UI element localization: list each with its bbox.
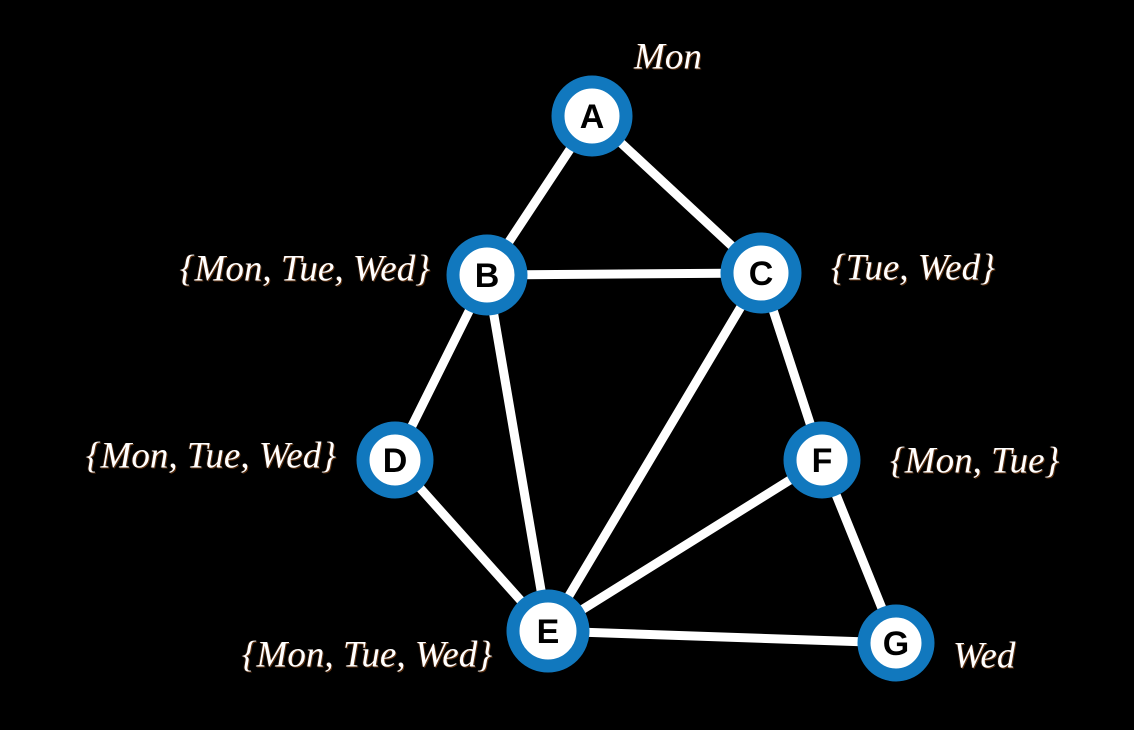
graph-edge-b-e xyxy=(482,270,553,636)
graph-node-f[interactable]: F xyxy=(783,421,861,499)
node-circle-a xyxy=(551,75,633,157)
node-letter-d: D xyxy=(383,442,408,480)
domain-label-e: {Mon, Tue, Wed} xyxy=(241,634,492,676)
node-circle-f xyxy=(783,421,861,499)
graph-node-e[interactable]: E xyxy=(506,589,590,673)
domain-label-c: {Tue, Wed} xyxy=(831,247,995,289)
node-circle-b xyxy=(446,234,528,316)
domain-label-b: {Mon, Tue, Wed} xyxy=(179,248,430,290)
graph-node-c[interactable]: C xyxy=(720,232,802,314)
node-circle-d xyxy=(356,421,434,499)
graph-edge-e-f xyxy=(543,455,827,636)
node-letter-a: A xyxy=(580,98,605,136)
domain-label-f: {Mon, Tue} xyxy=(890,440,1060,482)
edges-group xyxy=(390,111,901,648)
node-letter-e: E xyxy=(537,613,560,651)
node-circle-e xyxy=(506,589,590,673)
domain-label-g: Wed xyxy=(953,635,1016,677)
node-letter-c: C xyxy=(749,255,774,293)
graph-edge-b-c xyxy=(482,268,766,280)
graph-edge-c-e xyxy=(543,268,766,636)
domain-label-a: Mon xyxy=(634,36,702,78)
node-circle-g xyxy=(857,604,935,682)
node-letter-b: B xyxy=(475,257,500,295)
graph-node-g[interactable]: G xyxy=(857,604,935,682)
graph-node-a[interactable]: A xyxy=(551,75,633,157)
node-letter-g: G xyxy=(883,625,909,663)
node-circle-c xyxy=(720,232,802,314)
graph-node-d[interactable]: D xyxy=(356,421,434,499)
domain-label-d: {Mon, Tue, Wed} xyxy=(85,435,336,477)
graph-edge-e-g xyxy=(543,626,901,648)
node-letter-f: F xyxy=(812,442,833,480)
nodes-group: A B C D E F G xyxy=(356,75,935,682)
graph-node-b[interactable]: B xyxy=(446,234,528,316)
